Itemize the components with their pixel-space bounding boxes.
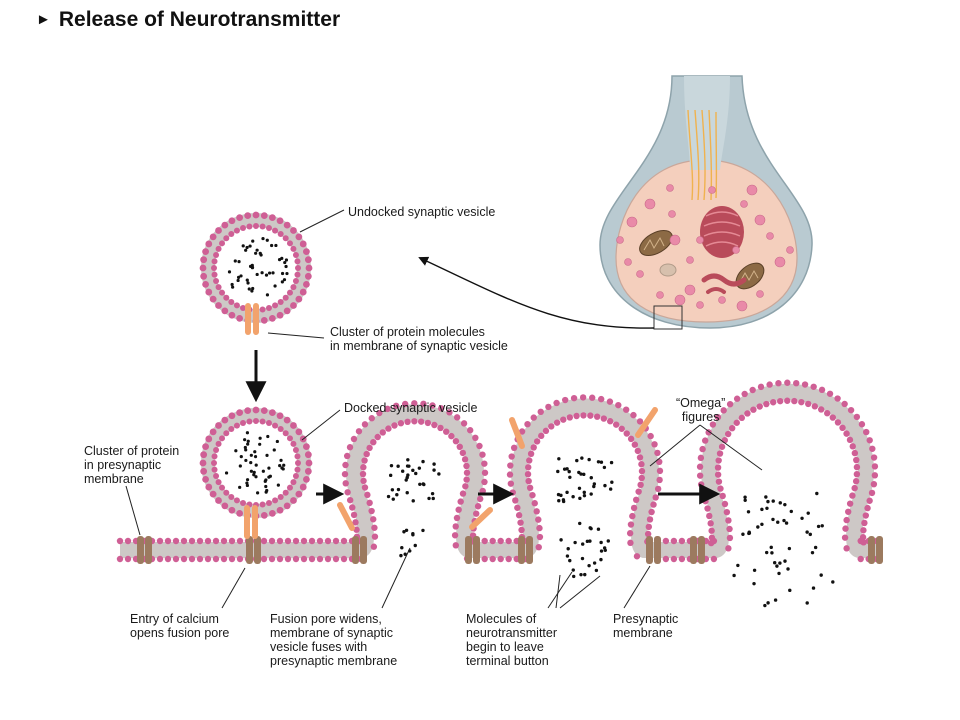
axon-inner — [684, 76, 730, 170]
zoom-pointer-arrow — [418, 256, 655, 329]
docked-protein-left — [244, 505, 250, 539]
golgi-organelle — [700, 206, 744, 258]
released-proteins — [337, 407, 658, 531]
label-presynaptic-protein-cluster: Cluster of protein in presynaptic membra… — [84, 444, 180, 486]
leader-lines — [125, 209, 763, 609]
label-neurotransmitter-molecules: Molecules of neurotransmitter begin to l… — [466, 612, 558, 668]
presynaptic-membrane — [116, 379, 883, 564]
label-docked-vesicle: Docked synaptic vesicle — [344, 401, 478, 415]
zoom-box — [653, 305, 683, 330]
neurotransmitter-dots — [386, 456, 835, 608]
label-omega-figures: “Omega” figures — [676, 396, 726, 424]
endoplasmic-reticulum — [701, 273, 747, 294]
label-fusion-pore: Fusion pore widens, membrane of synaptic… — [270, 612, 398, 668]
undocked-vesicle — [199, 211, 313, 335]
docked-protein-right — [252, 505, 258, 539]
title-marker: ► — [36, 11, 51, 28]
label-presynaptic-membrane: Presynaptic membrane — [613, 612, 679, 640]
button-vesicles — [616, 184, 794, 312]
label-calcium-entry: Entry of calcium opens fusion pore — [130, 612, 230, 640]
title-text: Release of Neurotransmitter — [58, 8, 341, 31]
page-title: ► Release of Neurotransmitter — [36, 8, 340, 32]
label-undocked-vesicle: Undocked synaptic vesicle — [348, 205, 496, 219]
docked-vesicle — [199, 406, 313, 539]
label-vesicle-protein-cluster: Cluster of protein molecules in membrane… — [330, 325, 508, 353]
vesicle-protein-right — [253, 303, 259, 335]
terminal-button-illustration — [599, 75, 813, 330]
vesicle-protein-left — [245, 303, 251, 335]
